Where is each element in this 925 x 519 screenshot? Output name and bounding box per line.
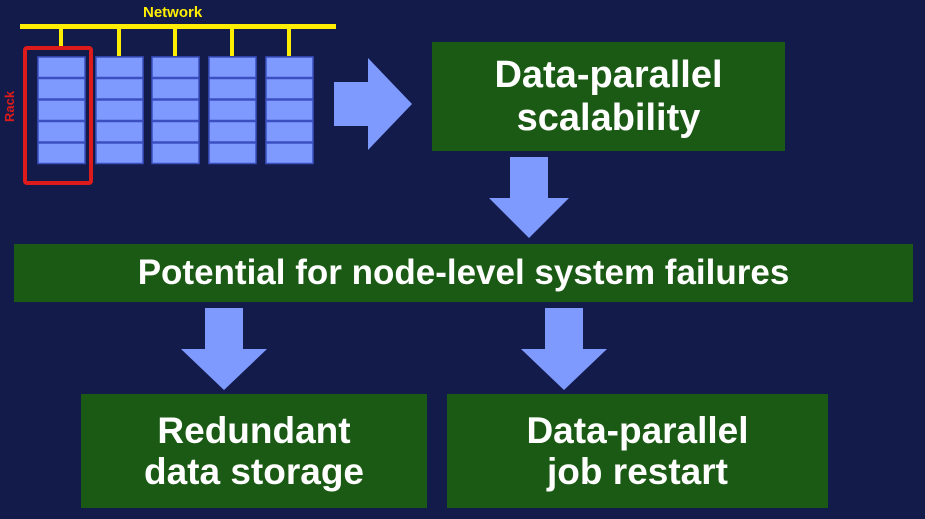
network-drop (287, 28, 291, 56)
rack-node (208, 56, 257, 79)
rack-node (208, 120, 257, 143)
rack-node (265, 142, 314, 165)
rack-node (151, 99, 200, 122)
rack-node (208, 99, 257, 122)
rack-node (95, 142, 144, 165)
rack-node (151, 120, 200, 143)
rack-node (95, 56, 144, 79)
rack-node (151, 142, 200, 165)
scalability-text: Data-parallel scalability (494, 53, 723, 139)
rack-node (95, 99, 144, 122)
rack-node (151, 56, 200, 79)
redundant-storage-text: Redundant data storage (143, 409, 364, 492)
network-drop (59, 28, 63, 50)
failures-text: Potential for node-level system failures (137, 253, 790, 293)
network-bus (20, 24, 336, 56)
scalability-box: Data-parallel scalability (432, 42, 785, 151)
rack-node (37, 120, 86, 143)
rack-node (151, 77, 200, 100)
redundant-storage-box: Redundant data storage (81, 394, 427, 508)
rack-node (208, 77, 257, 100)
rack-group (37, 56, 314, 165)
rack-node (208, 142, 257, 165)
failures-box: Potential for node-level system failures (14, 244, 913, 302)
rack-node (265, 56, 314, 79)
rack-node (37, 77, 86, 100)
rack-node (265, 99, 314, 122)
rack-node (37, 99, 86, 122)
rack-node (37, 142, 86, 165)
rack-node (95, 120, 144, 143)
job-restart-box: Data-parallel job restart (447, 394, 828, 508)
rack-node (265, 77, 314, 100)
rack-highlight (23, 46, 93, 185)
network-label: Network (143, 4, 203, 21)
arrow-down-icon (521, 308, 607, 390)
rack-node (265, 120, 314, 143)
job-restart-text: Data-parallel job restart (526, 409, 749, 492)
rack-label: Rack (2, 90, 17, 122)
arrow-down-icon (181, 308, 267, 390)
network-drop (230, 28, 234, 56)
network-drop (117, 28, 121, 56)
rack-node (95, 77, 144, 100)
network-drop (173, 28, 177, 56)
network-line (20, 24, 336, 29)
rack-node (37, 56, 86, 79)
arrow-right-icon (334, 58, 412, 150)
arrow-down-icon (489, 157, 569, 238)
